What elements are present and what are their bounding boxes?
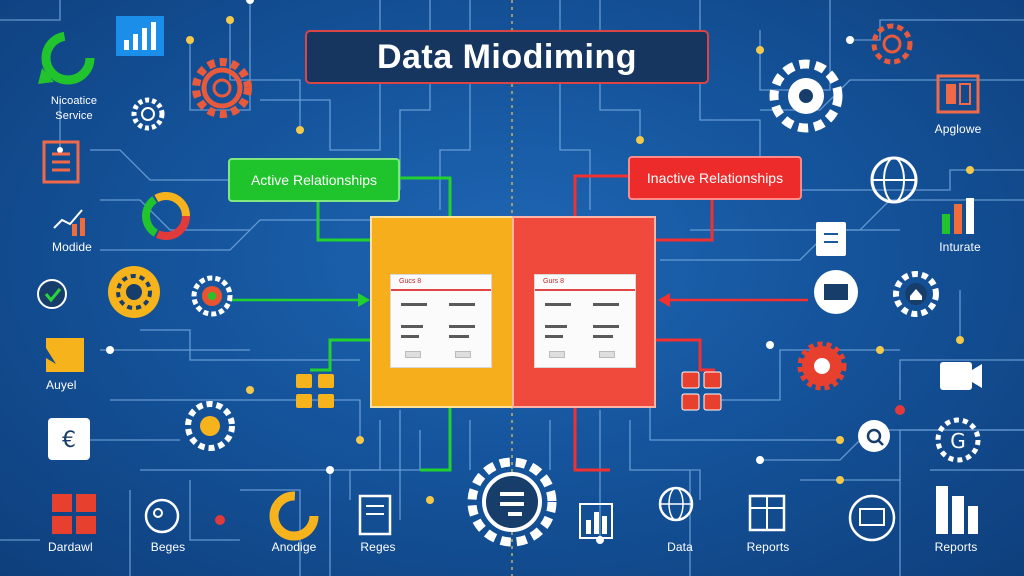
central-gear-icon <box>467 457 557 547</box>
report-cube-icon <box>748 494 786 532</box>
label-reports-right: Reports <box>934 540 978 554</box>
reports-bars-icon <box>936 486 978 534</box>
monitor-circle-icon <box>848 494 896 542</box>
gear-g-icon: G <box>935 417 981 463</box>
active-relationships-label: Active Relationships <box>228 158 400 202</box>
lightbulb-gear-icon <box>185 401 235 451</box>
active-panel: Gucs 8 <box>370 216 514 408</box>
tag-icon <box>46 338 84 372</box>
gear-person-icon <box>769 59 843 133</box>
active-card-header: Gucs 8 <box>391 275 491 291</box>
grid-tiles-icon <box>296 374 334 408</box>
document-stack-icon <box>358 494 392 536</box>
label-auyel: Auyel <box>46 378 77 392</box>
bar-chart-icon <box>116 16 164 56</box>
donut-chart-icon <box>142 192 190 240</box>
label-reports-mid: Reports <box>746 540 790 554</box>
label-microservice: Nicoatice Service <box>50 95 98 122</box>
active-card: Gucs 8 <box>390 274 492 368</box>
gear-brain-icon <box>191 275 233 317</box>
pages-circle-icon <box>144 498 180 534</box>
gear-top-right-icon <box>871 23 913 65</box>
label-apglowe: Apglowe <box>934 122 982 136</box>
label-reges: Reges <box>360 540 396 554</box>
gear-small-icon <box>131 97 165 131</box>
document-list-icon <box>42 140 80 184</box>
tile-grid-red-icon <box>681 371 722 411</box>
globe-icon <box>870 156 918 204</box>
donut-yellow-icon <box>269 491 319 541</box>
gear-red-icon <box>797 341 847 391</box>
arrow-right-in <box>658 293 808 307</box>
label-anodige: Anodige <box>271 540 317 554</box>
folder-circle-icon <box>814 270 858 314</box>
svg-text:€: € <box>62 428 76 453</box>
label-beges: Beges <box>150 540 186 554</box>
inactive-card-header: Gurs 8 <box>535 275 635 291</box>
arrow-left-in <box>230 293 370 307</box>
node-dots <box>57 0 974 544</box>
check-icon <box>37 279 67 309</box>
inactive-card: Gurs 8 <box>534 274 636 368</box>
apps-icon <box>936 74 980 114</box>
chart-trend-icon <box>53 209 85 236</box>
bar-chart-right-icon <box>942 198 974 234</box>
svg-text:G: G <box>950 429 966 453</box>
gear-yellow-icon <box>108 266 160 318</box>
label-modide: Modide <box>52 240 92 254</box>
inactive-panel: Gurs 8 <box>512 216 656 408</box>
globe-small-icon <box>658 486 694 522</box>
video-icon <box>940 362 982 390</box>
refresh-logo-icon <box>38 31 95 85</box>
search-icon <box>858 420 890 452</box>
label-data: Data <box>667 540 693 554</box>
page-title: Data Miodiming <box>305 30 709 84</box>
gear-home-icon <box>893 271 939 317</box>
label-inturate: Inturate <box>939 240 981 254</box>
dashboard-grid-icon <box>52 494 96 534</box>
inactive-connectors <box>573 174 715 472</box>
active-connectors <box>310 176 452 472</box>
gear-large-icon <box>192 58 252 118</box>
label-daroawl: Dardawl <box>48 540 93 554</box>
inactive-relationships-label: Inactive Relationships <box>628 156 802 200</box>
euro-icon: € <box>48 418 90 460</box>
document-page-icon <box>816 222 846 256</box>
bar-chart-outline-icon <box>579 503 613 539</box>
